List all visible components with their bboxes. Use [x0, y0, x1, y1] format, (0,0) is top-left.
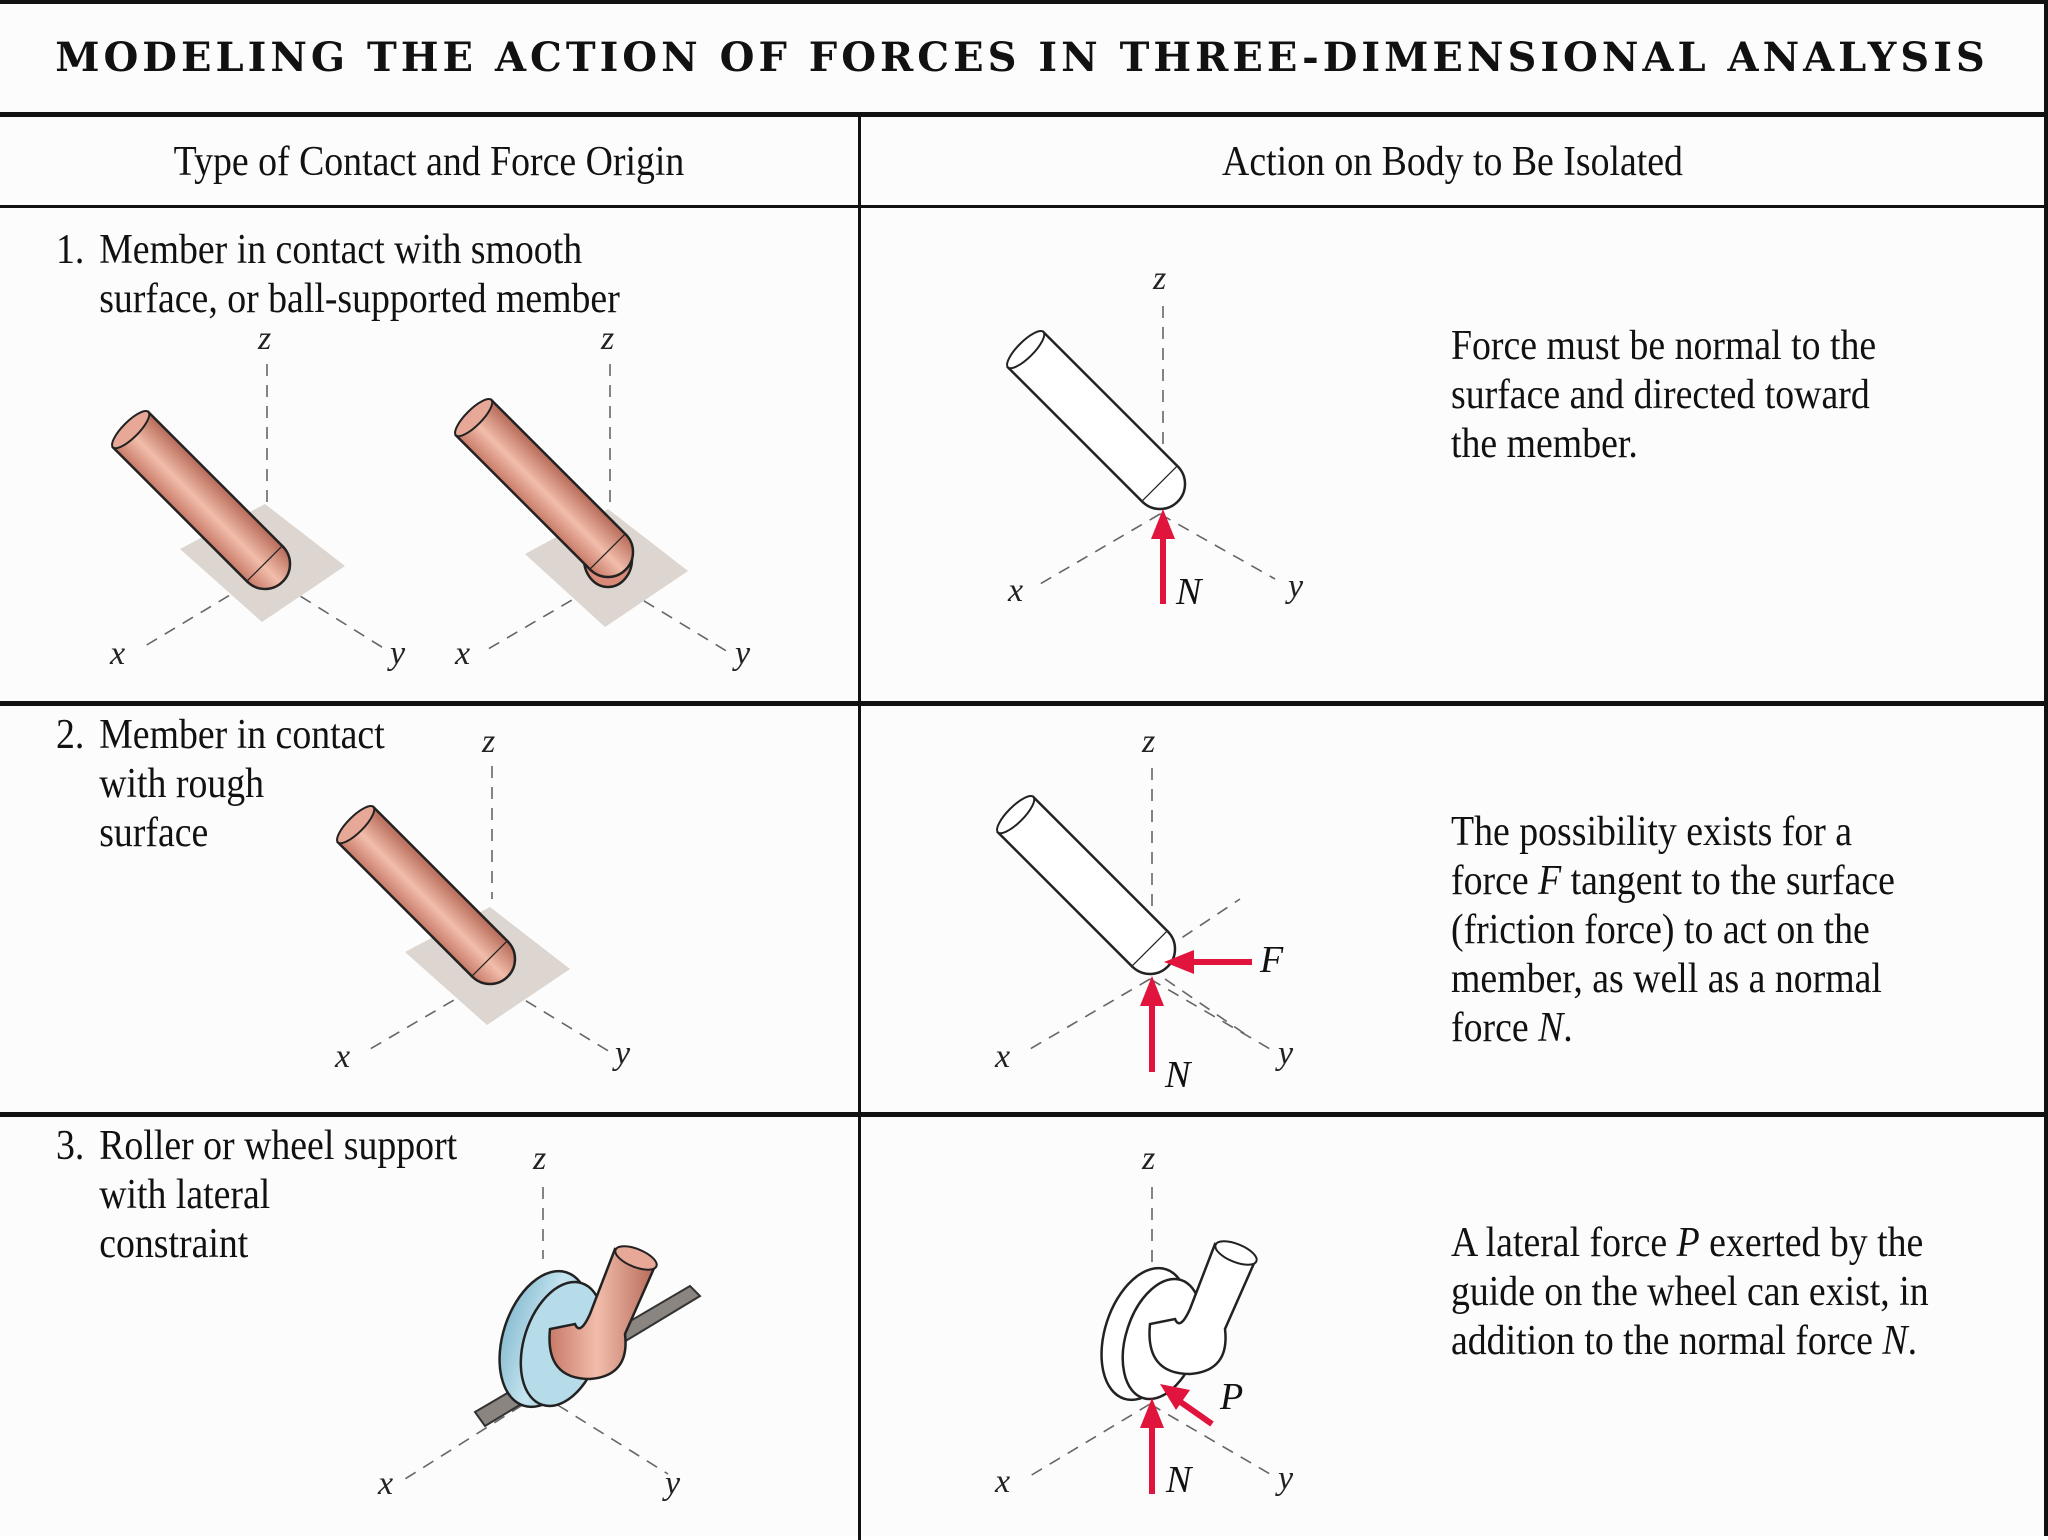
row-3-contact-text: 3. Roller or wheel support with lateral c… [56, 1122, 457, 1269]
row-3-free-body-diagram: P N z x y [994, 1140, 1294, 1501]
row-3-description: A lateral force P exerted by the guide o… [1451, 1219, 1929, 1366]
row-2-desc-line-5: force N. [1451, 1005, 1573, 1051]
row-3-contact-line-1: Roller or wheel support [99, 1123, 458, 1169]
axis-y-label: y [612, 1035, 631, 1072]
roller-member [548, 1247, 657, 1381]
axis-x-label: x [994, 1463, 1010, 1500]
row-2-contact-line-1: Member in contact [99, 712, 385, 758]
axis-line [1029, 978, 1151, 1050]
force-P-label: P [1219, 1376, 1243, 1418]
tangent-line [1164, 978, 1246, 1035]
axis-x-label: x [109, 635, 125, 672]
row-2-contact-line-3: surface [99, 810, 209, 856]
row-2-desc-line-3: (friction force) to act on the [1451, 907, 1870, 953]
row-3-contact-line-2: with lateral [99, 1172, 271, 1218]
member-end [614, 1245, 658, 1271]
row-1-description: Force must be normal to the surface and … [1451, 322, 1876, 469]
axis-y-label: y [1275, 1460, 1294, 1497]
axis-z-label: z [257, 320, 271, 357]
row-2-rough-surface-illustration: z x y [334, 723, 631, 1075]
axis-x-label: x [1007, 572, 1023, 609]
cylinder-outline [996, 795, 1177, 976]
row-1-contact-text: 1. Member in contact with smooth surface,… [56, 226, 620, 324]
axis-y-label: y [1275, 1035, 1294, 1072]
row-2-number: 2. [56, 712, 85, 758]
cylinder-member [111, 410, 292, 591]
cylinder-member [336, 805, 517, 986]
member-outline [1148, 1242, 1257, 1376]
row-1-contact-line-2: surface, or ball-supported member [99, 276, 620, 322]
axis-x-label: x [334, 1038, 350, 1075]
normal-force-arrowhead [1140, 1398, 1164, 1428]
row-2-desc-line-1: The possibility exists for a [1451, 809, 1853, 855]
row-1-ball-support-illustration: z x y [454, 320, 751, 672]
row-1-desc-line-2: surface and directed toward [1451, 372, 1870, 418]
column-header-contact: Type of Contact and Force Origin [173, 139, 685, 185]
row-1-number: 1. [56, 227, 85, 273]
friction-force-arrowhead [1164, 950, 1194, 974]
divider-title [0, 112, 2044, 117]
cylinder-member [454, 398, 635, 579]
axis-line [539, 1393, 669, 1475]
tangent-line [1164, 898, 1241, 950]
column-divider [858, 116, 861, 1540]
normal-force-arrowhead [1151, 509, 1175, 539]
member-end-outline [1214, 1240, 1258, 1266]
axis-z-label: z [532, 1140, 546, 1177]
axis-y-label: y [387, 635, 406, 672]
axis-line [404, 1393, 541, 1480]
divider-row-1 [0, 701, 2044, 706]
row-2-desc-line-4: member, as well as a normal [1451, 956, 1882, 1002]
row-1-smooth-surface-illustration: z x y [109, 320, 406, 672]
axis-line [1149, 1403, 1271, 1475]
axis-z-label: z [1141, 723, 1155, 760]
row-2-free-body-diagram: F N z x y [994, 723, 1294, 1096]
axis-z-label: z [1152, 260, 1166, 297]
row-2-desc-line-2: force F tangent to the surface [1451, 858, 1895, 904]
axis-y-label: y [732, 635, 751, 672]
axis-z-label: z [481, 723, 495, 760]
row-3-desc-line-1: A lateral force P exerted by the [1451, 1220, 1924, 1266]
divider-header [0, 205, 2044, 208]
row-2-contact-line-2: with rough [99, 761, 265, 807]
row-2-description: The possibility exists for a force F tan… [1451, 808, 1895, 1053]
axis-line [1149, 978, 1271, 1050]
axis-z-label: z [1141, 1140, 1155, 1177]
divider-row-2 [0, 1112, 2044, 1117]
row-2-contact-text: 2. Member in contact with rough surface [56, 711, 385, 858]
row-3-desc-line-2: guide on the wheel can exist, in [1451, 1269, 1929, 1315]
force-N-label: N [1165, 1459, 1194, 1501]
axis-line [1039, 513, 1161, 585]
force-F-label: F [1259, 939, 1284, 981]
row-1-free-body-diagram: N z x y [1006, 260, 1304, 613]
row-1-contact-line-1: Member in contact with smooth [99, 227, 583, 273]
force-N-label: N [1175, 571, 1204, 613]
axis-y-label: y [662, 1465, 681, 1502]
lateral-force-arrowhead [1160, 1384, 1190, 1410]
row-1-desc-line-3: the member. [1451, 421, 1638, 467]
normal-force-arrowhead [1140, 976, 1164, 1006]
row-1-desc-line-1: Force must be normal to the [1451, 323, 1877, 369]
illustrations: z x y z x y [109, 260, 1304, 1502]
row-3-contact-line-3: constraint [99, 1221, 249, 1267]
row-3-desc-line-3: addition to the normal force N. [1451, 1318, 1918, 1364]
row-3-roller-illustration: z x y [377, 1140, 702, 1502]
table-title: MODELING THE ACTION OF FORCES IN THREE-D… [55, 33, 1989, 81]
force-N-label: N [1164, 1054, 1193, 1096]
cylinder-outline [1006, 330, 1187, 511]
axis-x-label: x [994, 1038, 1010, 1075]
axis-y-label: y [1285, 568, 1304, 605]
row-3-number: 3. [56, 1123, 85, 1169]
axis-z-label: z [600, 320, 614, 357]
axis-x-label: x [377, 1465, 393, 1502]
axis-line [1159, 513, 1276, 580]
axis-line [1029, 1403, 1151, 1477]
column-header-action: Action on Body to Be Isolated [1222, 139, 1683, 185]
axis-x-label: x [454, 635, 470, 672]
